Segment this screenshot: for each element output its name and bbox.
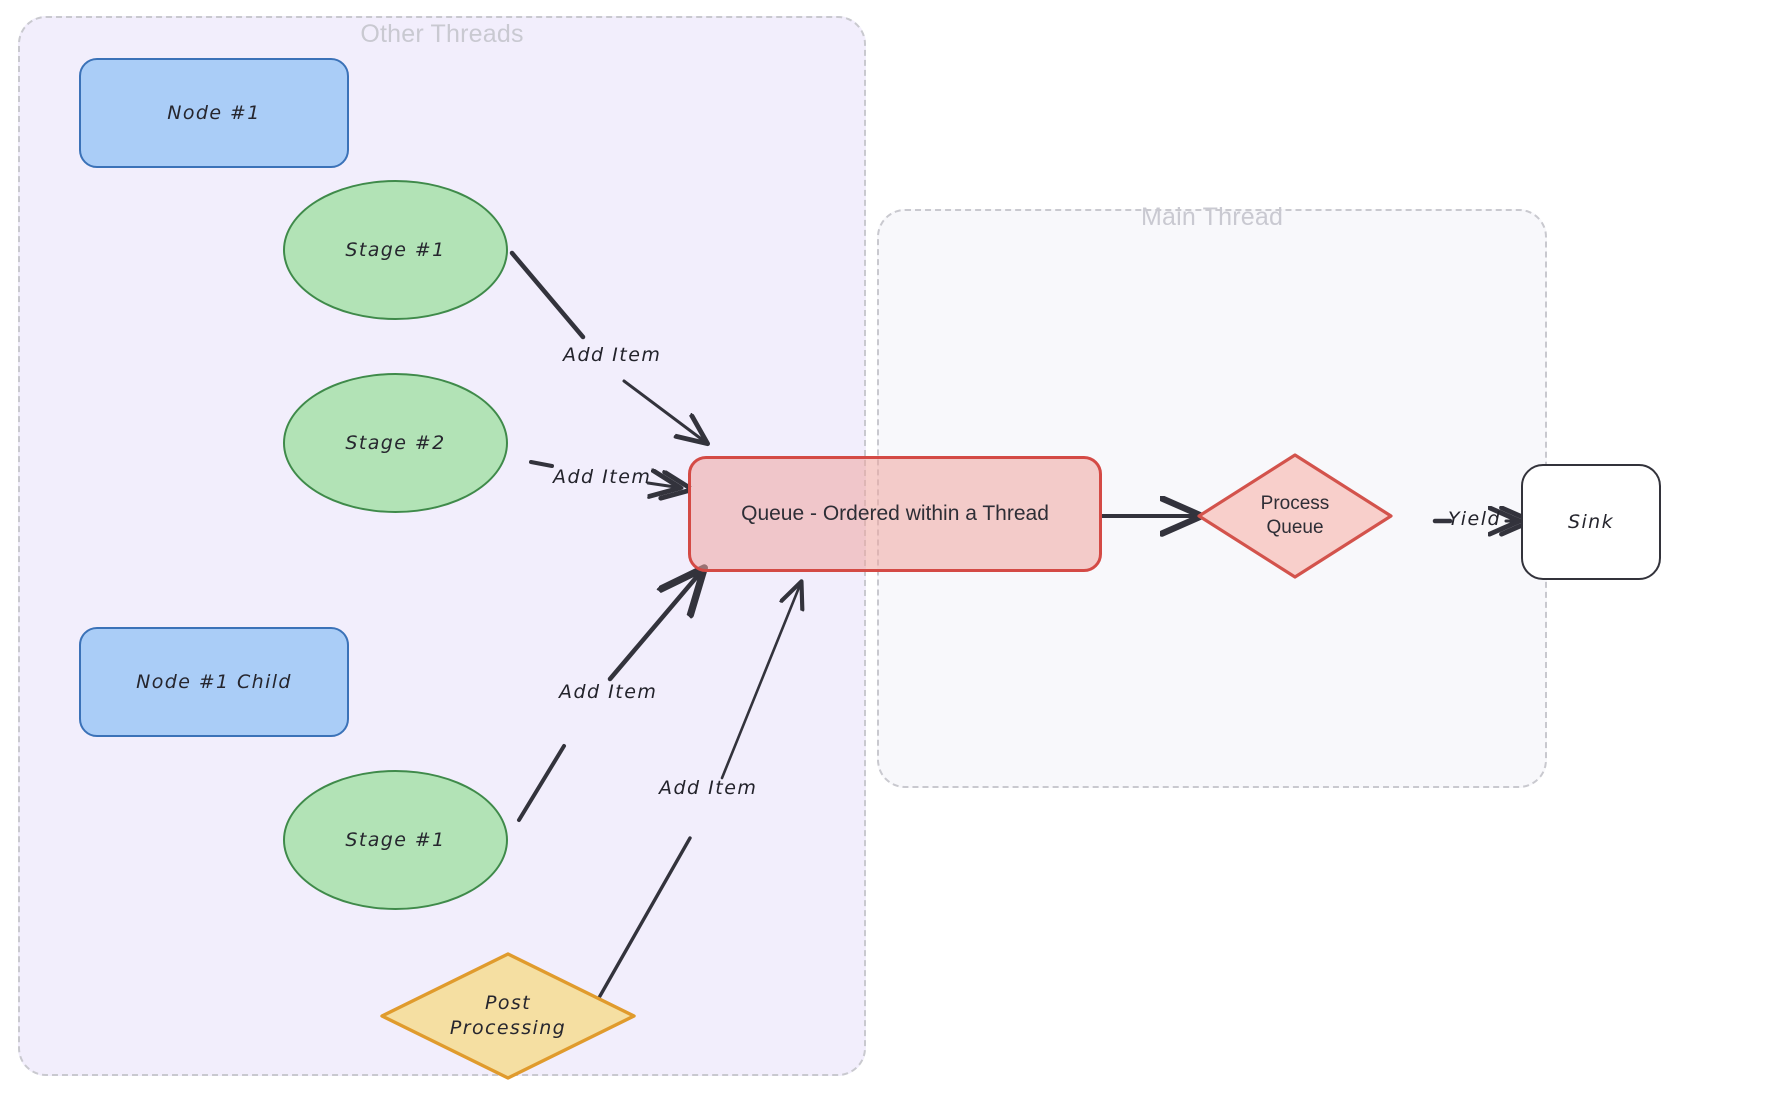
node-stage-1-lower-label: Stage #1: [345, 828, 446, 851]
node-node-1-child-label: Node #1 Child: [136, 670, 292, 693]
node-sink[interactable]: Sink: [1521, 464, 1661, 580]
node-process-queue-label-line1: Process: [1260, 493, 1330, 515]
node-post-processing-label-wrap: Post Processing: [378, 950, 638, 1082]
edge-label-add-item-2: Add Item: [553, 466, 652, 488]
group-main-thread-label: Main Thread: [1140, 203, 1284, 231]
node-stage-2[interactable]: Stage #2: [283, 373, 508, 513]
node-node-1[interactable]: Node #1: [79, 58, 349, 168]
node-stage-1-lower[interactable]: Stage #1: [283, 770, 508, 910]
node-process-queue-label-wrap: Process Queue: [1196, 452, 1394, 580]
node-stage-1-top[interactable]: Stage #1: [283, 180, 508, 320]
edge-label-add-item-3: Add Item: [559, 681, 658, 703]
node-node-1-label: Node #1: [167, 101, 261, 124]
node-node-1-child[interactable]: Node #1 Child: [79, 627, 349, 737]
node-stage-2-label: Stage #2: [345, 431, 446, 454]
node-post-processing-label-line2: Processing: [449, 1017, 567, 1039]
node-queue[interactable]: Queue - Ordered within a Thread: [688, 456, 1102, 572]
node-post-processing[interactable]: Post Processing: [378, 950, 638, 1082]
process-queue-shape: [1197, 453, 1393, 579]
node-post-processing-label-line1: Post: [484, 992, 532, 1015]
node-queue-label: Queue - Ordered within a Thread: [741, 502, 1049, 525]
edge-label-yield: Yield: [1448, 508, 1502, 530]
group-other-threads-label: Other Threads: [360, 20, 524, 48]
node-stage-1-top-label: Stage #1: [345, 238, 446, 261]
post-processing-shape: [380, 952, 636, 1080]
node-process-queue-label-line2: Queue: [1266, 517, 1324, 538]
node-sink-label: Sink: [1568, 510, 1614, 533]
node-process-queue[interactable]: Process Queue: [1196, 452, 1394, 580]
edge-label-add-item-1: Add Item: [563, 344, 662, 366]
edge-label-add-item-4: Add Item: [659, 777, 758, 799]
